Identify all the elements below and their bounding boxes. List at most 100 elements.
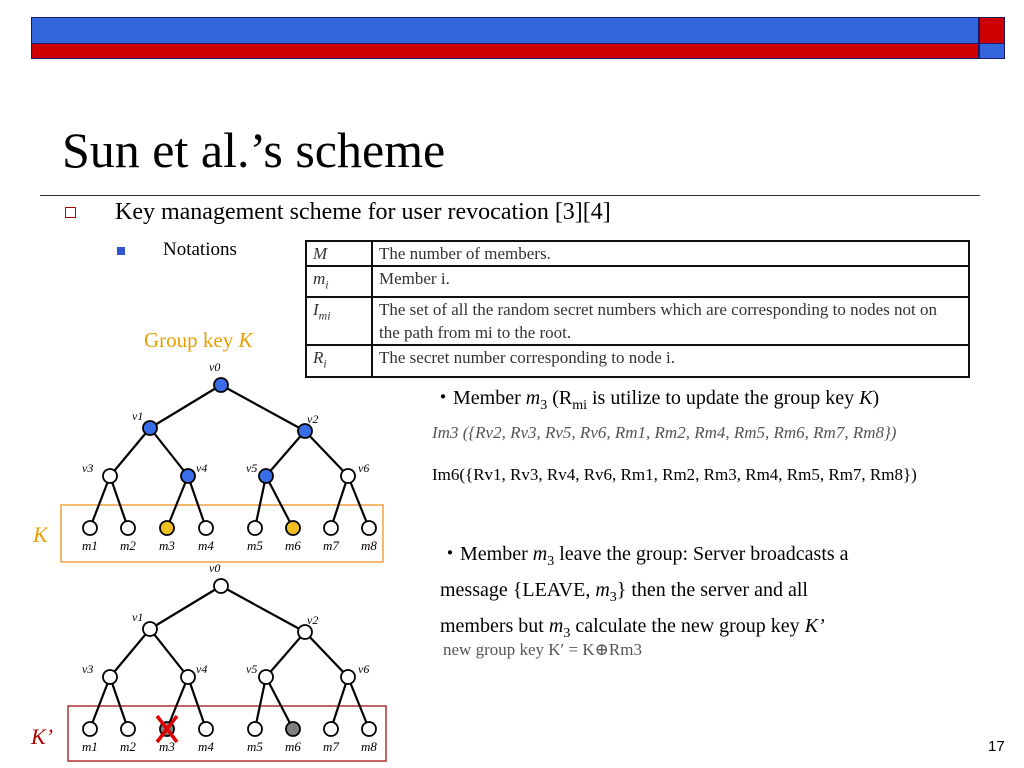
member-leave-paragraph: ・Member m3 leave the group: Server broad… [440,543,849,641]
tree-node-v3 [102,468,118,484]
meaning-cell: Member i. [371,264,970,299]
table-row: Ri The secret number corresponding to no… [305,344,970,378]
k-label: K [33,522,48,547]
tree-node-v4 [180,468,196,484]
node-label-v1: v1 [132,409,143,423]
tree-edge [304,631,349,678]
page-number: 17 [988,738,1005,755]
tree-edge [108,475,130,529]
leaf-box-k [60,504,384,563]
tree-leaf-m1 [82,721,98,737]
tree-node-v1 [142,420,158,436]
tree-edge [88,475,112,529]
node-label-v1: v1 [132,610,143,624]
tree-edge [265,676,294,730]
tree-node-v2 [297,423,313,439]
tree-node-v6 [340,669,356,685]
table-row: Imi The set of all the random secret num… [305,296,970,347]
im3-formula: Im3 ({Rv2, Rv3, Rv5, Rv6, Rm1, Rm2, Rm4,… [432,423,897,442]
leaf-label-m6: m6 [285,739,301,754]
leaf-label-m5: m5 [247,538,263,553]
symbol-cell: M [305,240,373,267]
leaf-label-m7: m7 [323,739,339,754]
title-rule [40,195,980,196]
leaf-label-m2: m2 [120,538,136,553]
tree-node-v6 [340,468,356,484]
leaf-label-m1: m1 [82,739,98,754]
meaning-cell: The secret number corresponding to node … [371,344,970,378]
group-key-label: Group key K [144,328,253,352]
node-label-v4: v4 [196,461,207,475]
tree-edge [109,427,151,477]
tree-leaf-m5 [247,520,263,536]
tree-edge [165,676,190,730]
hollow-square-bullet-icon [65,207,76,218]
tree-edge [346,676,371,730]
tree-edge [329,676,350,730]
k-prime-label: K’ [31,724,53,749]
header-square-blue [979,43,1005,59]
tree-node-v3 [102,669,118,685]
tree-leaf-m5 [247,721,263,737]
tree-edge [253,475,268,529]
tree-leaf-m8 [361,520,377,536]
tree-leaf-m2 [120,520,136,536]
tree-edge [149,585,222,630]
tree-leaf-m2 [120,721,136,737]
tree-edge [346,475,371,529]
table-row: M The number of members. [305,240,970,267]
node-label-v0: v0 [209,561,220,575]
tree-edge [149,384,222,429]
node-label-v5: v5 [246,461,257,475]
tree-edge [149,427,189,477]
tree-leaf-m6 [285,721,301,737]
node-label-v6: v6 [358,662,369,676]
slide-title: Sun et al.’s scheme [62,122,446,178]
tree-edge [109,628,151,678]
tree-node-v0 [213,377,229,393]
tree-edge [304,430,349,477]
tree-node-v5 [258,669,274,685]
leaf-label-m8: m8 [361,739,377,754]
node-label-v2: v2 [307,613,318,627]
tree-edge [253,676,268,730]
header-bar-red [31,43,979,59]
tree-leaf-m7 [323,520,339,536]
leaf-label-m3: m3 [159,739,175,754]
im6-formula: Im6({Rv1, Rv3, Rv4, Rv6, Rm1, Rm2, Rm3, … [432,465,917,484]
symbol-cell: Imi [305,296,373,347]
symbol-cell: mi [305,264,373,299]
node-label-v6: v6 [358,461,369,475]
tree-edge [265,430,306,477]
tree-node-v2 [297,624,313,640]
revoked-x-icon [155,714,179,744]
leaf-label-m7: m7 [323,538,339,553]
new-key-formula: new group key K′ = K⊕Rm3 [443,640,642,659]
leaf-label-m8: m8 [361,538,377,553]
tree-leaf-m1 [82,520,98,536]
tree-node-v0 [213,578,229,594]
tree-edge [186,676,208,730]
leaf-label-m2: m2 [120,739,136,754]
tree-edge [220,384,306,432]
tree-edge [149,628,189,678]
tree-leaf-m3 [159,520,175,536]
meaning-cell: The set of all the random secret numbers… [371,296,970,347]
leaf-label-m6: m6 [285,538,301,553]
tree-leaf-m8 [361,721,377,737]
bullet-level2: Notations [163,239,237,260]
bullet-level1: Key management scheme for user revocatio… [115,199,611,225]
tree-edge [165,475,190,529]
tree-edge [265,475,294,529]
tree-edge [88,676,112,730]
leaf-box-k-prime [67,705,387,762]
leaf-label-m4: m4 [198,739,214,754]
tree-edge [108,676,130,730]
tree-edge [329,475,350,529]
member-m3-paragraph: ・Member m3 (Rmi is utilize to update the… [433,387,880,413]
node-label-v3: v3 [82,461,93,475]
table-row: mi Member i. [305,264,970,299]
